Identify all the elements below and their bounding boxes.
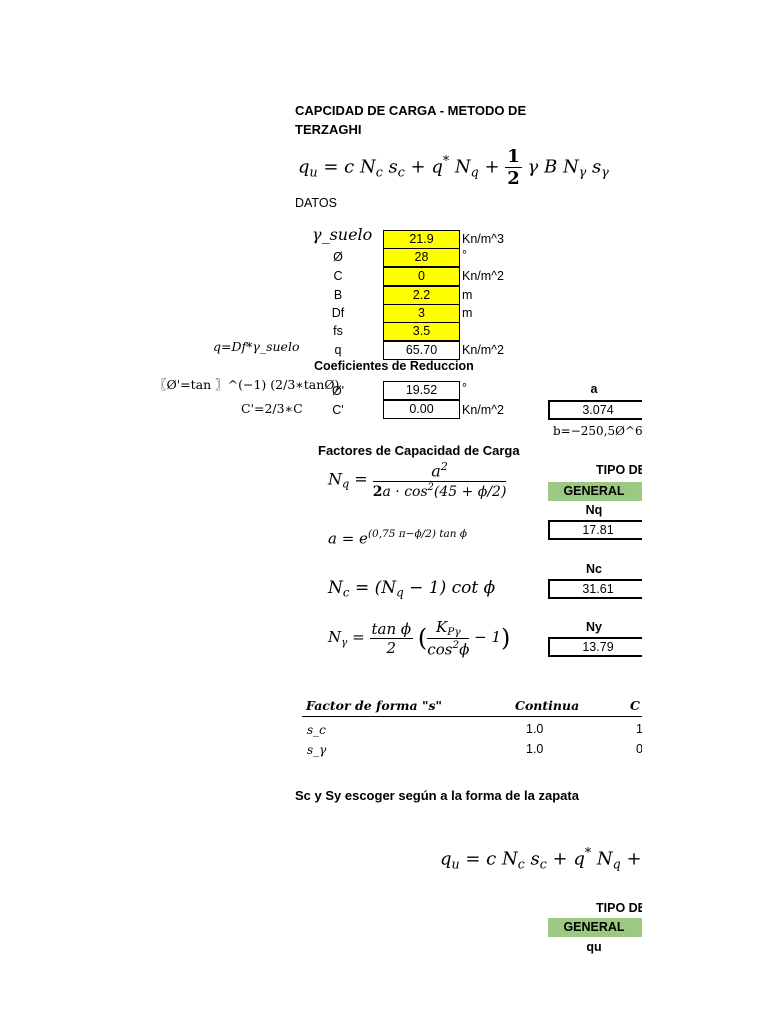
c-prime-unit: Kn/m^2: [462, 403, 504, 417]
df-unit: m: [462, 306, 473, 320]
shape-table-header-continua: Continua: [515, 698, 580, 713]
qu-equation-clip: qu = c Nc sc + q* Nq + …: [440, 845, 642, 879]
nq-header: Nq: [585, 503, 603, 517]
shape-row-sy-next: 0: [636, 742, 643, 756]
gamma-input[interactable]: 21.9: [383, 230, 460, 249]
c-prime-label: C': [332, 403, 344, 417]
param-label-phi: Ø: [333, 250, 343, 264]
bottom-tipo-header: TIPO DE: [596, 901, 647, 915]
factors-title: Factores de Capacidad de Carga: [318, 443, 520, 458]
shape-row-sc-continua: 1.0: [526, 722, 544, 736]
right-clip-mask: [642, 0, 768, 1024]
q-formula: q=Df*γ_suelo: [213, 339, 300, 354]
tipo-value[interactable]: GENERAL: [548, 482, 648, 501]
nq-value: 17.81: [548, 520, 648, 540]
phi-unit: °: [462, 248, 467, 262]
title-line-1: CAPCIDAD DE CARGA - METODO DE: [295, 103, 527, 118]
b-note: b=−250,5Ø^6: [553, 424, 643, 438]
datos-label: DATOS: [295, 196, 337, 210]
phi-prime-label: Ø': [331, 384, 345, 398]
page-title: CAPCIDAD DE CARGA - METODO DE TERZAGHI: [295, 101, 526, 139]
c-prime-value: 0.00: [383, 400, 460, 419]
bottom-tipo-value[interactable]: GENERAL: [548, 918, 648, 937]
c-unit: Kn/m^2: [462, 269, 504, 283]
a-equation: a = e(0,75 π−ϕ/2) tan ϕ: [328, 528, 467, 548]
param-label-c: C: [333, 269, 343, 283]
gamma-unit: Kn/m^3: [462, 232, 504, 246]
param-label-df: Df: [331, 306, 345, 320]
q-unit: Kn/m^2: [462, 343, 504, 357]
nc-equation: Nc = (Nq − 1) cot ϕ: [328, 578, 496, 600]
param-label-fs: fs: [333, 324, 343, 338]
b-input[interactable]: 2.2: [383, 286, 460, 305]
param-label-gamma: γ_suelo: [312, 225, 373, 244]
qu-label: qu: [586, 940, 602, 954]
q-label: q: [334, 343, 342, 357]
shape-row-sy-label: s_γ: [307, 743, 327, 757]
nc-value: 31.61: [548, 579, 648, 599]
a-header: a: [590, 382, 598, 396]
phi-prime-formula: 〖Ø'=tan 〗^(−1) (2/3∗tanØ): [154, 377, 340, 392]
phi-prime-unit: °: [462, 381, 467, 395]
c-prime-formula: C'=2/3∗C: [241, 401, 303, 416]
shape-note: Sc y Sy escoger según a la forma de la z…: [295, 788, 579, 803]
ny-value: 13.79: [548, 637, 648, 657]
shape-row-sc-next: 1: [636, 722, 643, 736]
shape-row-sy-continua: 1.0: [526, 742, 544, 756]
fs-input[interactable]: 3.5: [383, 322, 460, 341]
phi-prime-value: 19.52: [383, 381, 460, 400]
tipo-header: TIPO DE: [596, 463, 647, 477]
q-value: 65.70: [383, 341, 460, 360]
title-line-2: TERZAGHI: [295, 122, 362, 137]
qu-equation: qu = c Nc sc + q* Nq + …: [440, 845, 642, 872]
df-input[interactable]: 3: [383, 304, 460, 323]
a-value: 3.074: [548, 400, 648, 420]
c-input[interactable]: 0: [383, 267, 460, 286]
phi-input[interactable]: 28: [383, 248, 460, 267]
shape-table-header-next: C: [630, 698, 640, 713]
shape-table-divider: [302, 716, 642, 717]
b-unit: m: [462, 288, 473, 302]
ny-header: Ny: [586, 620, 602, 634]
reduction-title: Coeficientes de Reduccion: [314, 359, 474, 373]
nc-header: Nc: [586, 562, 602, 576]
shape-row-sc-label: s_c: [307, 723, 326, 737]
shape-table-header-factor: Factor de forma "s": [306, 698, 443, 713]
param-label-b: B: [333, 288, 343, 302]
